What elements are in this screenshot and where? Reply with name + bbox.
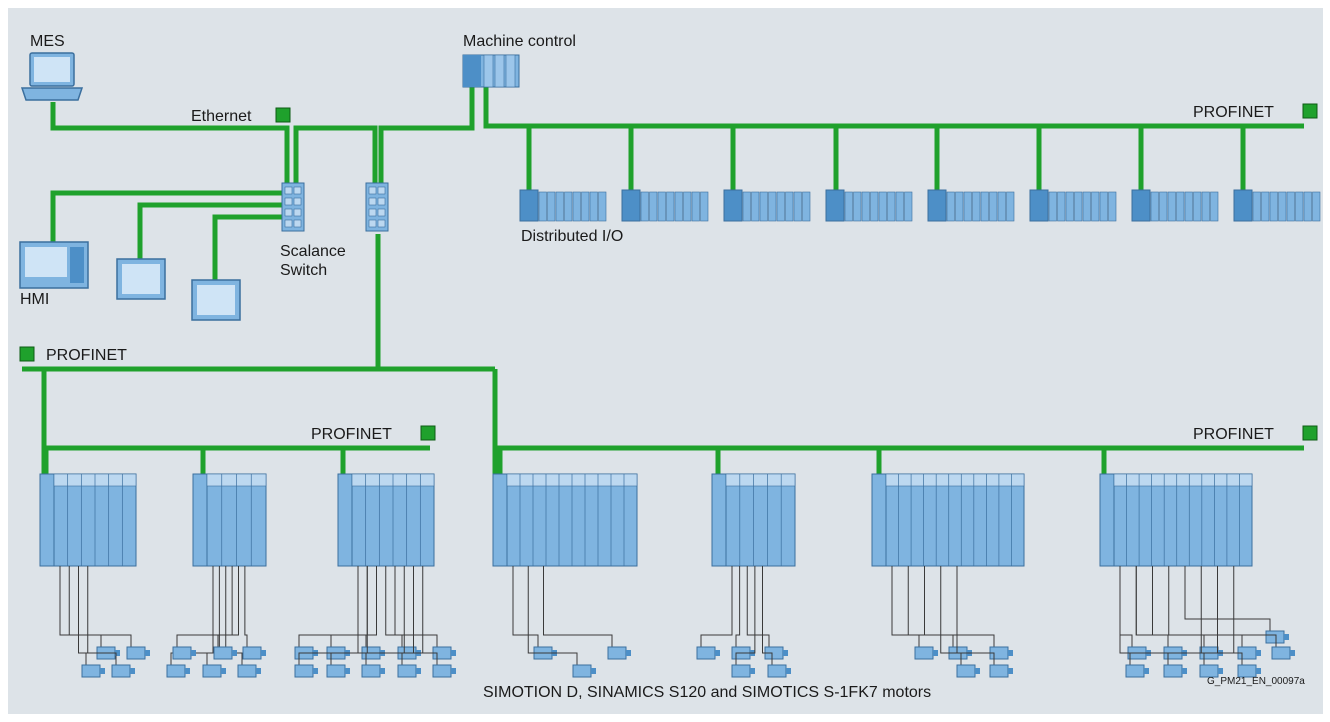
profinet-left-drives-green-square-icon — [420, 425, 436, 441]
servo-motor-icon — [81, 664, 105, 678]
servo-motor-icon — [731, 664, 755, 678]
distributed-io-station-7-icon — [1131, 189, 1219, 222]
servo-motor-icon — [696, 646, 720, 660]
hmi-touch-panel-2-icon — [191, 279, 241, 321]
drive-groups — [39, 448, 1295, 678]
profinet-top-green-square-icon — [1302, 103, 1318, 119]
profinet-top-label: PROFINET — [1193, 104, 1274, 121]
servo-motor-icon — [1265, 630, 1289, 644]
ethernet-line-mes — [50, 102, 290, 186]
distributed-io-station-4-icon — [825, 189, 913, 222]
profinet-right-drives-green-square-icon — [1302, 425, 1318, 441]
figure-id: G_PM21_EN_00097a — [1207, 676, 1305, 687]
servo-motor-icon — [202, 664, 226, 678]
profinet-mid-label: PROFINET — [46, 347, 127, 364]
servo-motor-icon — [767, 664, 791, 678]
drive-group-1-icon — [39, 448, 150, 678]
hmi-operator-panel-icon — [19, 241, 89, 289]
network-lines — [22, 86, 1304, 474]
machine-control-plc-icon — [462, 54, 520, 88]
ethernet-line-panel-1 — [137, 202, 283, 259]
distributed-io-station-5-icon — [927, 189, 1015, 222]
ethernet-line-panel-2 — [212, 214, 283, 280]
servo-motor-icon — [166, 664, 190, 678]
servo-motor-icon — [572, 664, 596, 678]
servo-motor-icon — [397, 664, 421, 678]
drive-group-2-icon — [166, 448, 267, 678]
servo-motor-icon — [1199, 664, 1223, 678]
servo-motor-icon — [213, 646, 237, 660]
servo-motor-icon — [294, 664, 318, 678]
machine-control-label: Machine control — [463, 33, 576, 50]
distributed-io-station-3-icon — [723, 189, 811, 222]
drive-group-5-icon — [696, 448, 796, 678]
mes-label: MES — [30, 33, 65, 50]
profinet-left-drives-label: PROFINET — [311, 426, 392, 443]
profinet-top-bus — [483, 86, 1304, 129]
scalance-switch-2-icon — [365, 182, 389, 232]
servo-motor-icon — [237, 664, 261, 678]
distributed-io-label: Distributed I/O — [521, 228, 623, 245]
diagram-caption: SIMOTION D, SINAMICS S120 and SIMOTICS S… — [483, 684, 931, 701]
servo-motor-icon — [1163, 664, 1187, 678]
servo-motor-icon — [326, 664, 350, 678]
ethernet-line-hmi — [50, 190, 283, 242]
hmi-touch-panel-1-icon — [116, 258, 166, 300]
servo-motor-icon — [1271, 646, 1295, 660]
drive-group-7-icon — [1099, 448, 1295, 678]
scalance-label: Scalance — [280, 243, 346, 260]
switch-label: Switch — [280, 262, 327, 279]
servo-motor-icon — [126, 646, 150, 660]
hmi-label: HMI — [20, 291, 49, 308]
ethernet-line-switch-link — [293, 125, 378, 186]
ethernet-line-machine-control — [378, 86, 475, 186]
distributed-io-stations — [519, 189, 1321, 222]
mes-laptop-icon — [20, 52, 84, 101]
drive-group-6-icon — [871, 448, 1025, 678]
profinet-mid-green-square-icon — [19, 346, 35, 362]
servo-motor-icon — [1237, 664, 1261, 678]
distributed-io-station-6-icon — [1029, 189, 1117, 222]
servo-motor-icon — [361, 664, 385, 678]
distributed-io-station-8-icon — [1233, 189, 1321, 222]
servo-motor-icon — [432, 664, 456, 678]
servo-motor-icon — [242, 646, 266, 660]
servo-motor-icon — [956, 664, 980, 678]
servo-motor-icon — [989, 664, 1013, 678]
servo-motor-icon — [607, 646, 631, 660]
distributed-io-station-2-icon — [621, 189, 709, 222]
scalance-switch-1-icon — [281, 182, 305, 232]
servo-motor-icon — [111, 664, 135, 678]
servo-motor-icon — [1125, 664, 1149, 678]
profinet-right-drives-label: PROFINET — [1193, 426, 1274, 443]
drive-group-3-icon — [294, 448, 456, 678]
ethernet-label: Ethernet — [191, 108, 252, 125]
servo-motor-icon — [914, 646, 938, 660]
ethernet-green-square-icon — [275, 107, 291, 123]
servo-motor-icon — [172, 646, 196, 660]
distributed-io-station-1-icon — [519, 189, 607, 222]
drive-group-4-icon — [492, 448, 638, 678]
